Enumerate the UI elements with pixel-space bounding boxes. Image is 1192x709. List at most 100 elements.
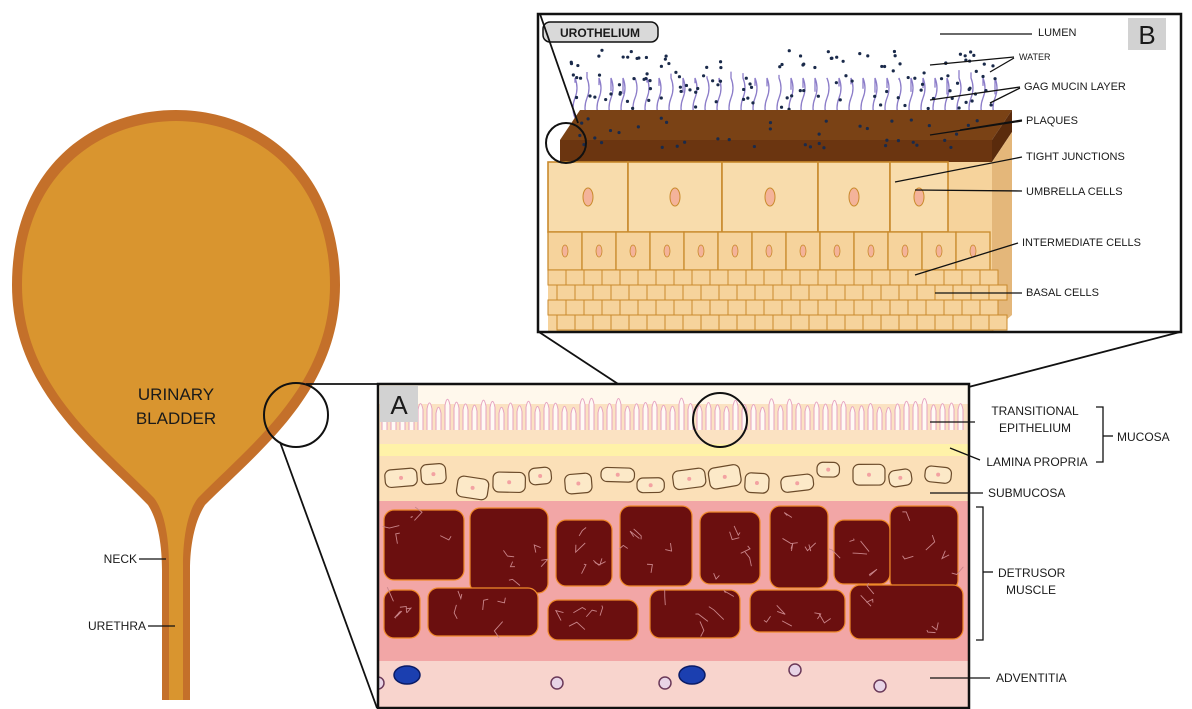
- basal-cell: [980, 270, 998, 285]
- epithelium-villus: [805, 406, 810, 430]
- basal-cell: [575, 315, 593, 330]
- epithelium-villus: [598, 407, 603, 430]
- epithelium-villus: [634, 404, 639, 430]
- epithelium-villus: [670, 406, 675, 430]
- basal-cell: [845, 285, 863, 300]
- epithelium-villus: [922, 398, 927, 430]
- basal-cell: [611, 285, 629, 300]
- basal-cell: [620, 300, 638, 315]
- water-dot: [579, 77, 582, 80]
- epithelium-villus: [652, 401, 657, 430]
- basal-cell: [584, 270, 602, 285]
- water-dot: [711, 79, 714, 82]
- water-dot: [626, 56, 629, 59]
- plaque-dot: [910, 118, 913, 121]
- water-dot: [880, 65, 883, 68]
- epithelium-villus: [427, 403, 432, 430]
- cell-nucleus: [800, 245, 806, 257]
- muscle-bundle-body: [384, 510, 464, 580]
- basal-cell: [800, 270, 818, 285]
- transitional-label-line1: TRANSITIONAL: [991, 404, 1079, 418]
- muscle-bundle: [470, 508, 548, 593]
- lumen-label: LUMEN: [1038, 27, 1077, 39]
- water-dot: [742, 88, 745, 91]
- basal-cell: [746, 300, 764, 315]
- epithelium-villus: [787, 399, 792, 430]
- epithelium-villus: [715, 405, 720, 430]
- cell-nucleus: [664, 245, 670, 257]
- basal-cell: [737, 315, 755, 330]
- basal-cell: [755, 285, 773, 300]
- cell-nucleus: [576, 482, 580, 486]
- water-dot: [694, 91, 697, 94]
- basal-cell: [692, 270, 710, 285]
- water-dot: [719, 60, 722, 63]
- epithelium-villus: [418, 404, 423, 430]
- plaque-dot: [753, 145, 756, 148]
- water-dot: [866, 54, 869, 57]
- cell-nucleus: [538, 474, 542, 478]
- basal-cell: [611, 315, 629, 330]
- muscle-bundle: [428, 588, 538, 638]
- epithelium-villus: [454, 402, 459, 430]
- urothelial-cells: [548, 162, 1007, 330]
- basal-cell: [926, 270, 944, 285]
- water-dot: [907, 76, 910, 79]
- water-dot: [645, 72, 648, 75]
- water-dot: [844, 74, 847, 77]
- water-dot: [715, 100, 718, 103]
- basal-cell: [665, 315, 683, 330]
- water-dot: [883, 65, 886, 68]
- water-dot: [835, 56, 838, 59]
- epithelium-villus: [796, 403, 801, 430]
- plaque-dot: [593, 136, 596, 139]
- water-dot: [983, 63, 986, 66]
- water-dot: [649, 87, 652, 90]
- basal-cell: [548, 300, 566, 315]
- epithelium-villus: [535, 406, 540, 430]
- water-dot: [842, 60, 845, 63]
- epithelium-villus: [661, 405, 666, 430]
- water-dot: [631, 107, 634, 110]
- basal-cell: [728, 270, 746, 285]
- epithelium-villus: [778, 406, 783, 430]
- water-dot: [981, 75, 984, 78]
- epithelium-villus: [814, 402, 819, 430]
- water-dot: [957, 106, 960, 109]
- basal-cell: [620, 270, 638, 285]
- epithelium-villus: [760, 407, 765, 430]
- basal-cell: [656, 300, 674, 315]
- bladder-organ: URINARY BLADDER NECK URETHRA: [12, 110, 340, 700]
- basal-cell: [665, 285, 683, 300]
- water-dot: [598, 74, 601, 77]
- plaque-dot: [578, 134, 581, 137]
- cell-nucleus: [834, 245, 840, 257]
- basal-cell: [809, 315, 827, 330]
- muscle-bundle: [650, 589, 740, 638]
- epithelium-villus: [895, 404, 900, 430]
- plaque-dot: [976, 119, 979, 122]
- detrusor-label-line2: MUSCLE: [1006, 583, 1056, 597]
- muscle-bundle-body: [750, 590, 845, 632]
- water-dot: [600, 49, 603, 52]
- muscle-bundle-body: [428, 588, 538, 636]
- cell-nucleus: [755, 481, 759, 485]
- basal-cell: [683, 285, 701, 300]
- basal-cell: [917, 285, 935, 300]
- basal-cell: [980, 300, 998, 315]
- muscle-bundle-body: [700, 512, 760, 584]
- epithelium-villus: [940, 404, 945, 430]
- water-dot: [778, 65, 781, 68]
- plaque-dot: [822, 146, 825, 149]
- water-dot: [964, 101, 967, 104]
- plaque-dot: [661, 146, 664, 149]
- water-dot: [667, 62, 670, 65]
- epithelium-villus: [481, 400, 486, 430]
- water-dot: [742, 98, 745, 101]
- basal-cell: [890, 300, 908, 315]
- cell-nucleus: [849, 188, 859, 206]
- epithelium-villus: [931, 405, 936, 430]
- cell-nucleus: [936, 245, 942, 257]
- water-dot: [575, 96, 578, 99]
